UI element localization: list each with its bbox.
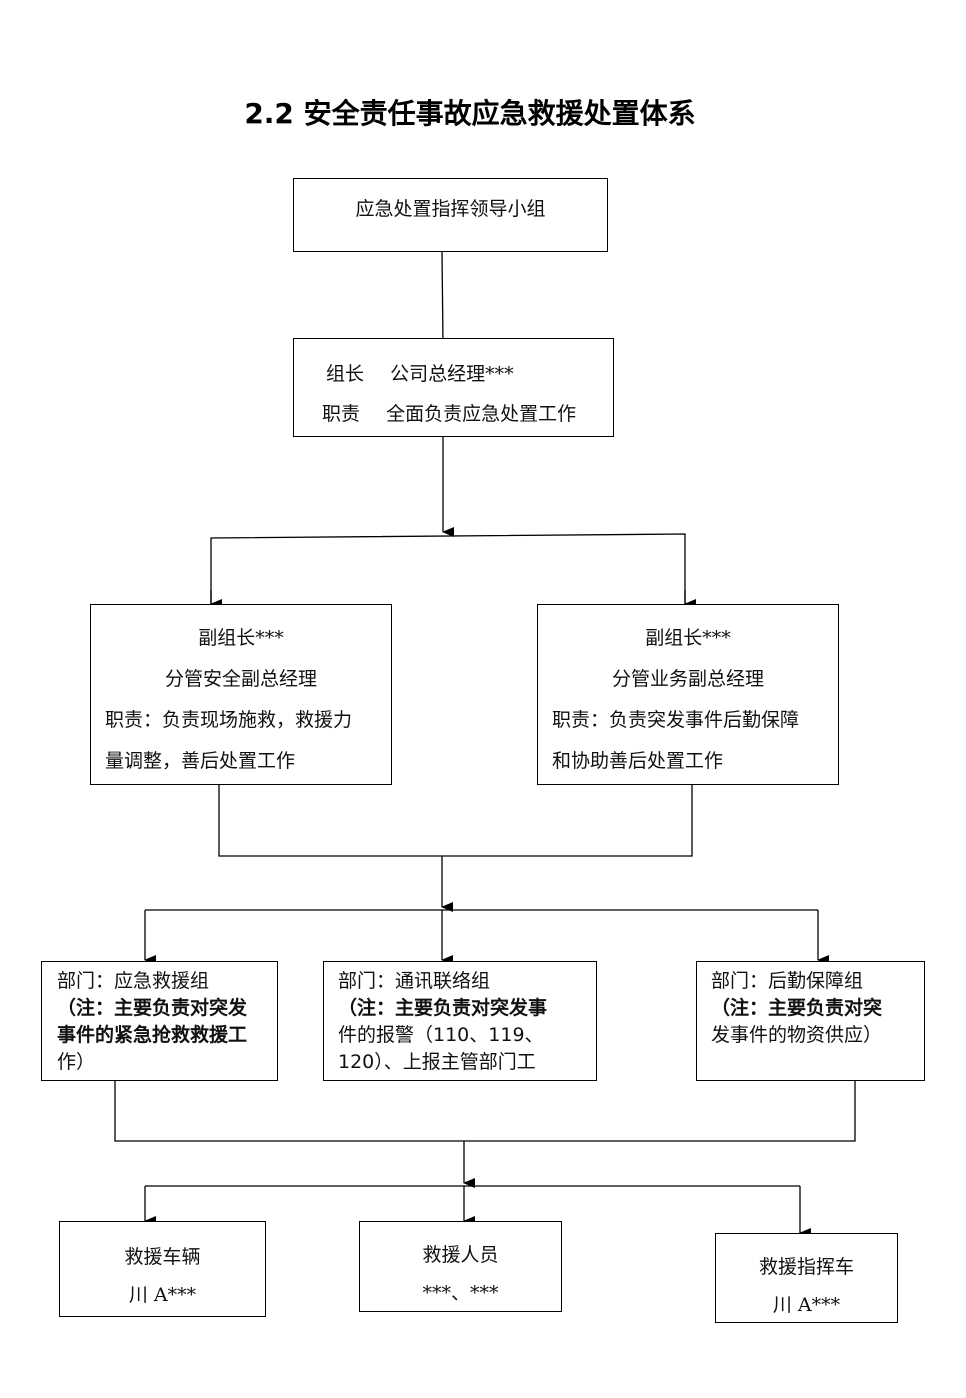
leader-box: 组长 公司总经理*** 职责 全面负责应急处置工作 bbox=[293, 338, 614, 437]
leader-duty-text: 全面负责应急处置工作 bbox=[386, 403, 577, 425]
leader-duty-label: 职责 bbox=[322, 403, 361, 425]
department-box-rescue: 部门：应急救援组 （注：主要负责对突发 事件的紧急抢救救援工 作） bbox=[41, 961, 278, 1081]
department-note: 发事件的物资供应） bbox=[711, 1024, 883, 1046]
page-title: 2.2 安全责任事故应急救援处置体系 bbox=[244, 97, 696, 130]
department-name: 部门：应急救援组 bbox=[57, 970, 210, 992]
deputy-right-duty-1: 职责：负责突发事件后勤保障 bbox=[552, 709, 800, 731]
deputy-left-position: 分管安全副总经理 bbox=[164, 668, 317, 690]
department-note: （注：主要负责对突发事 bbox=[338, 997, 548, 1019]
resource-box-command-vehicle: 救援指挥车 川 A*** bbox=[715, 1233, 898, 1323]
deputy-right-position: 分管业务副总经理 bbox=[611, 668, 764, 690]
department-name: 部门：后勤保障组 bbox=[711, 970, 864, 992]
department-note: 作） bbox=[57, 1051, 96, 1073]
deputy-left-box: 副组长*** 分管安全副总经理 职责：负责现场施救，救援力 量调整，善后处置工作 bbox=[90, 604, 392, 785]
deputy-left-title: 副组长*** bbox=[198, 627, 284, 649]
leader-row: 组长 公司总经理*** bbox=[326, 354, 613, 394]
deputy-left-duty-2: 量调整，善后处置工作 bbox=[105, 750, 296, 772]
resource-detail: ***、*** bbox=[422, 1282, 499, 1304]
department-note: （注：主要负责对突 bbox=[711, 997, 883, 1019]
department-box-logistics: 部门：后勤保障组 （注：主要负责对突 发事件的物资供应） bbox=[696, 961, 925, 1081]
department-note: 事件的紧急抢救救援工 bbox=[57, 1024, 248, 1046]
resource-name: 救援人员 bbox=[422, 1244, 499, 1266]
resource-name: 救援指挥车 bbox=[758, 1256, 854, 1278]
department-note: 件的报警（110、119、 bbox=[338, 1024, 544, 1046]
leader-duty-row: 职责 全面负责应急处置工作 bbox=[322, 394, 613, 434]
resource-box-personnel: 救援人员 ***、*** bbox=[359, 1221, 562, 1312]
resource-box-vehicle: 救援车辆 川 A*** bbox=[59, 1221, 266, 1317]
leader-group-name: 应急处置指挥领导小组 bbox=[355, 198, 546, 220]
deputy-right-title: 副组长*** bbox=[645, 627, 731, 649]
deputy-right-duty-2: 和协助善后处置工作 bbox=[552, 750, 724, 772]
leader-name: 公司总经理*** bbox=[390, 363, 514, 385]
resource-detail: 川 A*** bbox=[772, 1294, 841, 1316]
leader-label: 组长 bbox=[326, 363, 365, 385]
resource-name: 救援车辆 bbox=[124, 1246, 201, 1268]
deputy-right-box: 副组长*** 分管业务副总经理 职责：负责突发事件后勤保障 和协助善后处置工作 bbox=[537, 604, 839, 785]
deputy-left-duty-1: 职责：负责现场施救，救援力 bbox=[105, 709, 353, 731]
department-note: 120）、上报主管部门工 bbox=[338, 1051, 536, 1073]
department-box-communication: 部门：通讯联络组 （注：主要负责对突发事 件的报警（110、119、 120）、… bbox=[323, 961, 597, 1081]
department-note: （注：主要负责对突发 bbox=[57, 997, 248, 1019]
leader-group-box: 应急处置指挥领导小组 bbox=[293, 178, 608, 252]
department-name: 部门：通讯联络组 bbox=[338, 970, 491, 992]
resource-detail: 川 A*** bbox=[128, 1284, 197, 1306]
